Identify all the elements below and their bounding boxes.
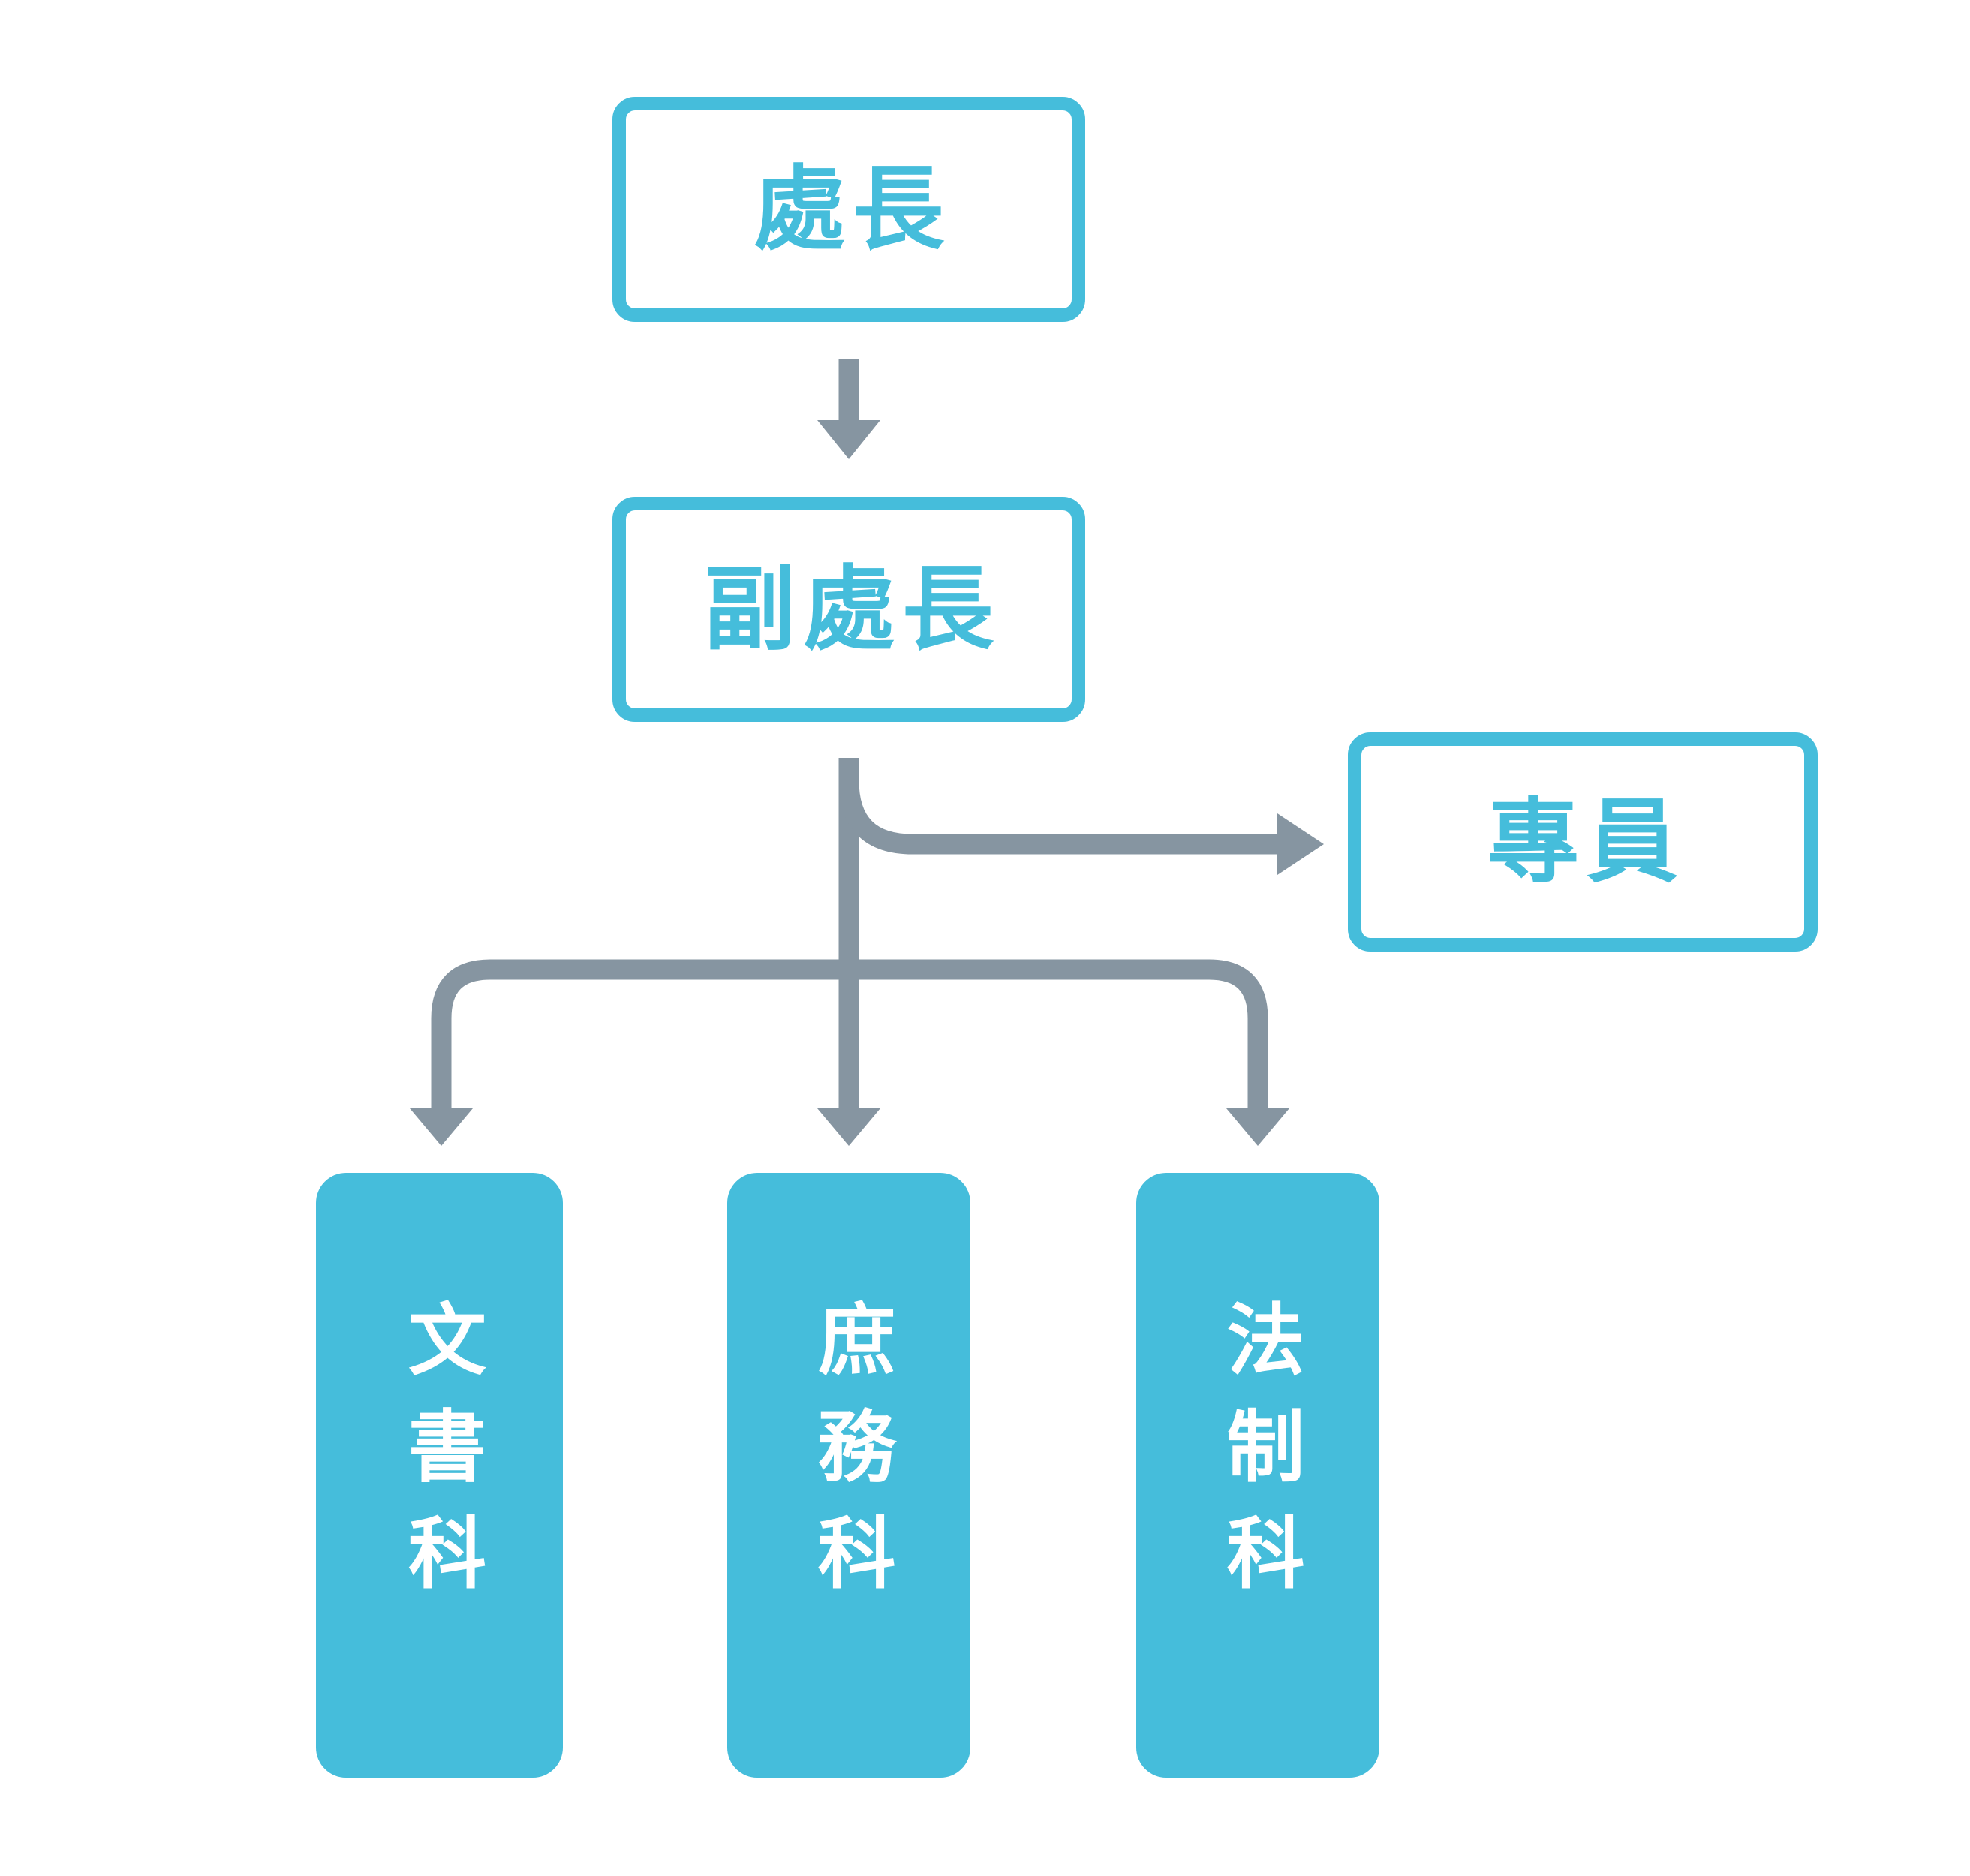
- edge-deputy-specialist-arrowhead-icon: [1277, 813, 1324, 875]
- documents-section-label: 文書科: [396, 1299, 483, 1619]
- director-label: 處長: [753, 158, 952, 260]
- legal-section-label: 法制科: [1214, 1299, 1301, 1619]
- deputy-director-label: 副處長: [704, 558, 1001, 660]
- node-legal-section: 法制科: [1136, 1173, 1379, 1778]
- edge-deputy-sections-bus-line: [431, 959, 1268, 1110]
- edge-deputy-documents-arrowhead-icon: [410, 1108, 473, 1146]
- edge-deputy-general-affairs-arrowhead-icon: [817, 1108, 880, 1146]
- node-director: 處長: [612, 97, 1085, 322]
- node-deputy-director: 副處長: [612, 497, 1085, 722]
- edge-deputy-specialist-line: [838, 780, 1277, 855]
- general-affairs-section-label: 庶務科: [805, 1299, 892, 1619]
- edge-director-deputy-arrowhead-icon: [817, 420, 880, 459]
- node-documents-section: 文書科: [316, 1173, 563, 1778]
- node-specialist: 專員: [1348, 732, 1818, 952]
- specialist-label: 專員: [1487, 791, 1686, 893]
- node-general-affairs-section: 庶務科: [727, 1173, 970, 1778]
- edge-deputy-legal-arrowhead-icon: [1226, 1108, 1289, 1146]
